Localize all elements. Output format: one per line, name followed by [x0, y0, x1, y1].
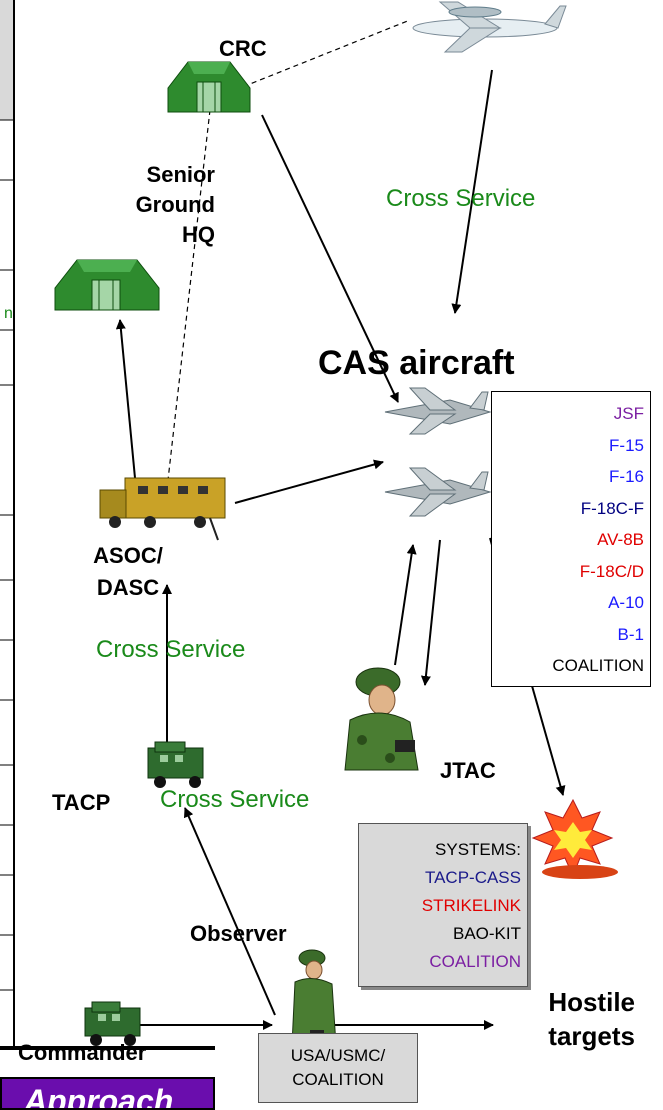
explosion-icon — [531, 798, 618, 879]
jtac-label: JTAC — [440, 758, 496, 783]
aircraft-list-item: F-15 — [609, 435, 644, 455]
systems-list-item: SYSTEMS: — [435, 840, 521, 859]
systems-list-item: COALITION — [429, 952, 521, 971]
crc-tent-icon — [167, 61, 251, 113]
cas-jet-icon — [384, 467, 492, 517]
aircraft-list-item: F-18C-F — [580, 498, 644, 518]
systems-list-item: STRIKELINK — [421, 896, 521, 915]
forces-box: USA/USMC/ COALITION — [258, 1033, 418, 1103]
approach-banner: Approach — [0, 1077, 215, 1110]
observer-label: Observer — [190, 921, 287, 946]
aircraft-list-item: COALITION — [552, 656, 644, 675]
asoc-to-hq-arrow — [115, 319, 136, 479]
observer-to-tacp-arrow — [184, 807, 276, 1016]
systems-list: SYSTEMS: TACP-CASS STRIKELINK BAO-KIT COALIT… — [359, 824, 527, 976]
jtac-to-cas-arrow — [394, 544, 417, 666]
aircraft-list-item: JSF — [613, 404, 644, 423]
jtac-soldier-icon — [344, 667, 419, 771]
systems-list-item: BAO-KIT — [452, 924, 521, 943]
observer-soldier-icon — [291, 949, 337, 1046]
commander-label: Commander — [18, 1040, 147, 1065]
aircraft-list-item: F-16 — [609, 467, 644, 486]
systems-box: SYSTEMS: TACP-CASS STRIKELINK BAO-KIT COALIT… — [358, 823, 528, 987]
svg-text:n: n — [4, 305, 13, 322]
asoc-to-cas-arrow — [234, 459, 384, 504]
cross-service-label: Cross Service — [160, 786, 310, 813]
tacp-humvee-icon — [147, 741, 204, 788]
aircraft-list-item: A-10 — [608, 593, 644, 612]
aircraft-list-item: AV-8B — [597, 530, 644, 549]
hostile-targets-label: Hostile targets — [548, 987, 635, 1051]
commander-humvee-icon — [84, 1001, 141, 1046]
left-frame: n — [0, 0, 215, 1050]
aircraft-list-item: B-1 — [617, 624, 644, 644]
systems-list-item: TACP-CASS — [424, 868, 521, 887]
aircraft-list-item: F-18C/D — [579, 561, 644, 581]
awacs-aircraft-icon — [412, 1, 567, 53]
crc-awacs-link — [234, 19, 411, 91]
asoc-vehicle-icon — [99, 477, 226, 541]
cas-jet-icon — [384, 387, 492, 435]
tacp-label: TACP — [52, 790, 111, 815]
cas-to-jtac-arrow — [420, 539, 441, 686]
senior-hq-label: Senior Ground HQ — [135, 162, 215, 247]
asoc-dasc-label: ASOC/ DASC — [93, 543, 163, 600]
cas-aircraft-label: CAS aircraft — [318, 344, 515, 382]
crc-label: CRC — [219, 36, 267, 61]
crc-asoc-link — [167, 109, 211, 481]
cross-service-label: Cross Service — [386, 185, 536, 212]
crc-to-cas-arrow — [261, 114, 399, 403]
cross-service-label: Cross Service — [96, 636, 246, 663]
awacs-to-cas-arrow — [451, 69, 493, 314]
senior-hq-tent-icon — [54, 259, 160, 311]
